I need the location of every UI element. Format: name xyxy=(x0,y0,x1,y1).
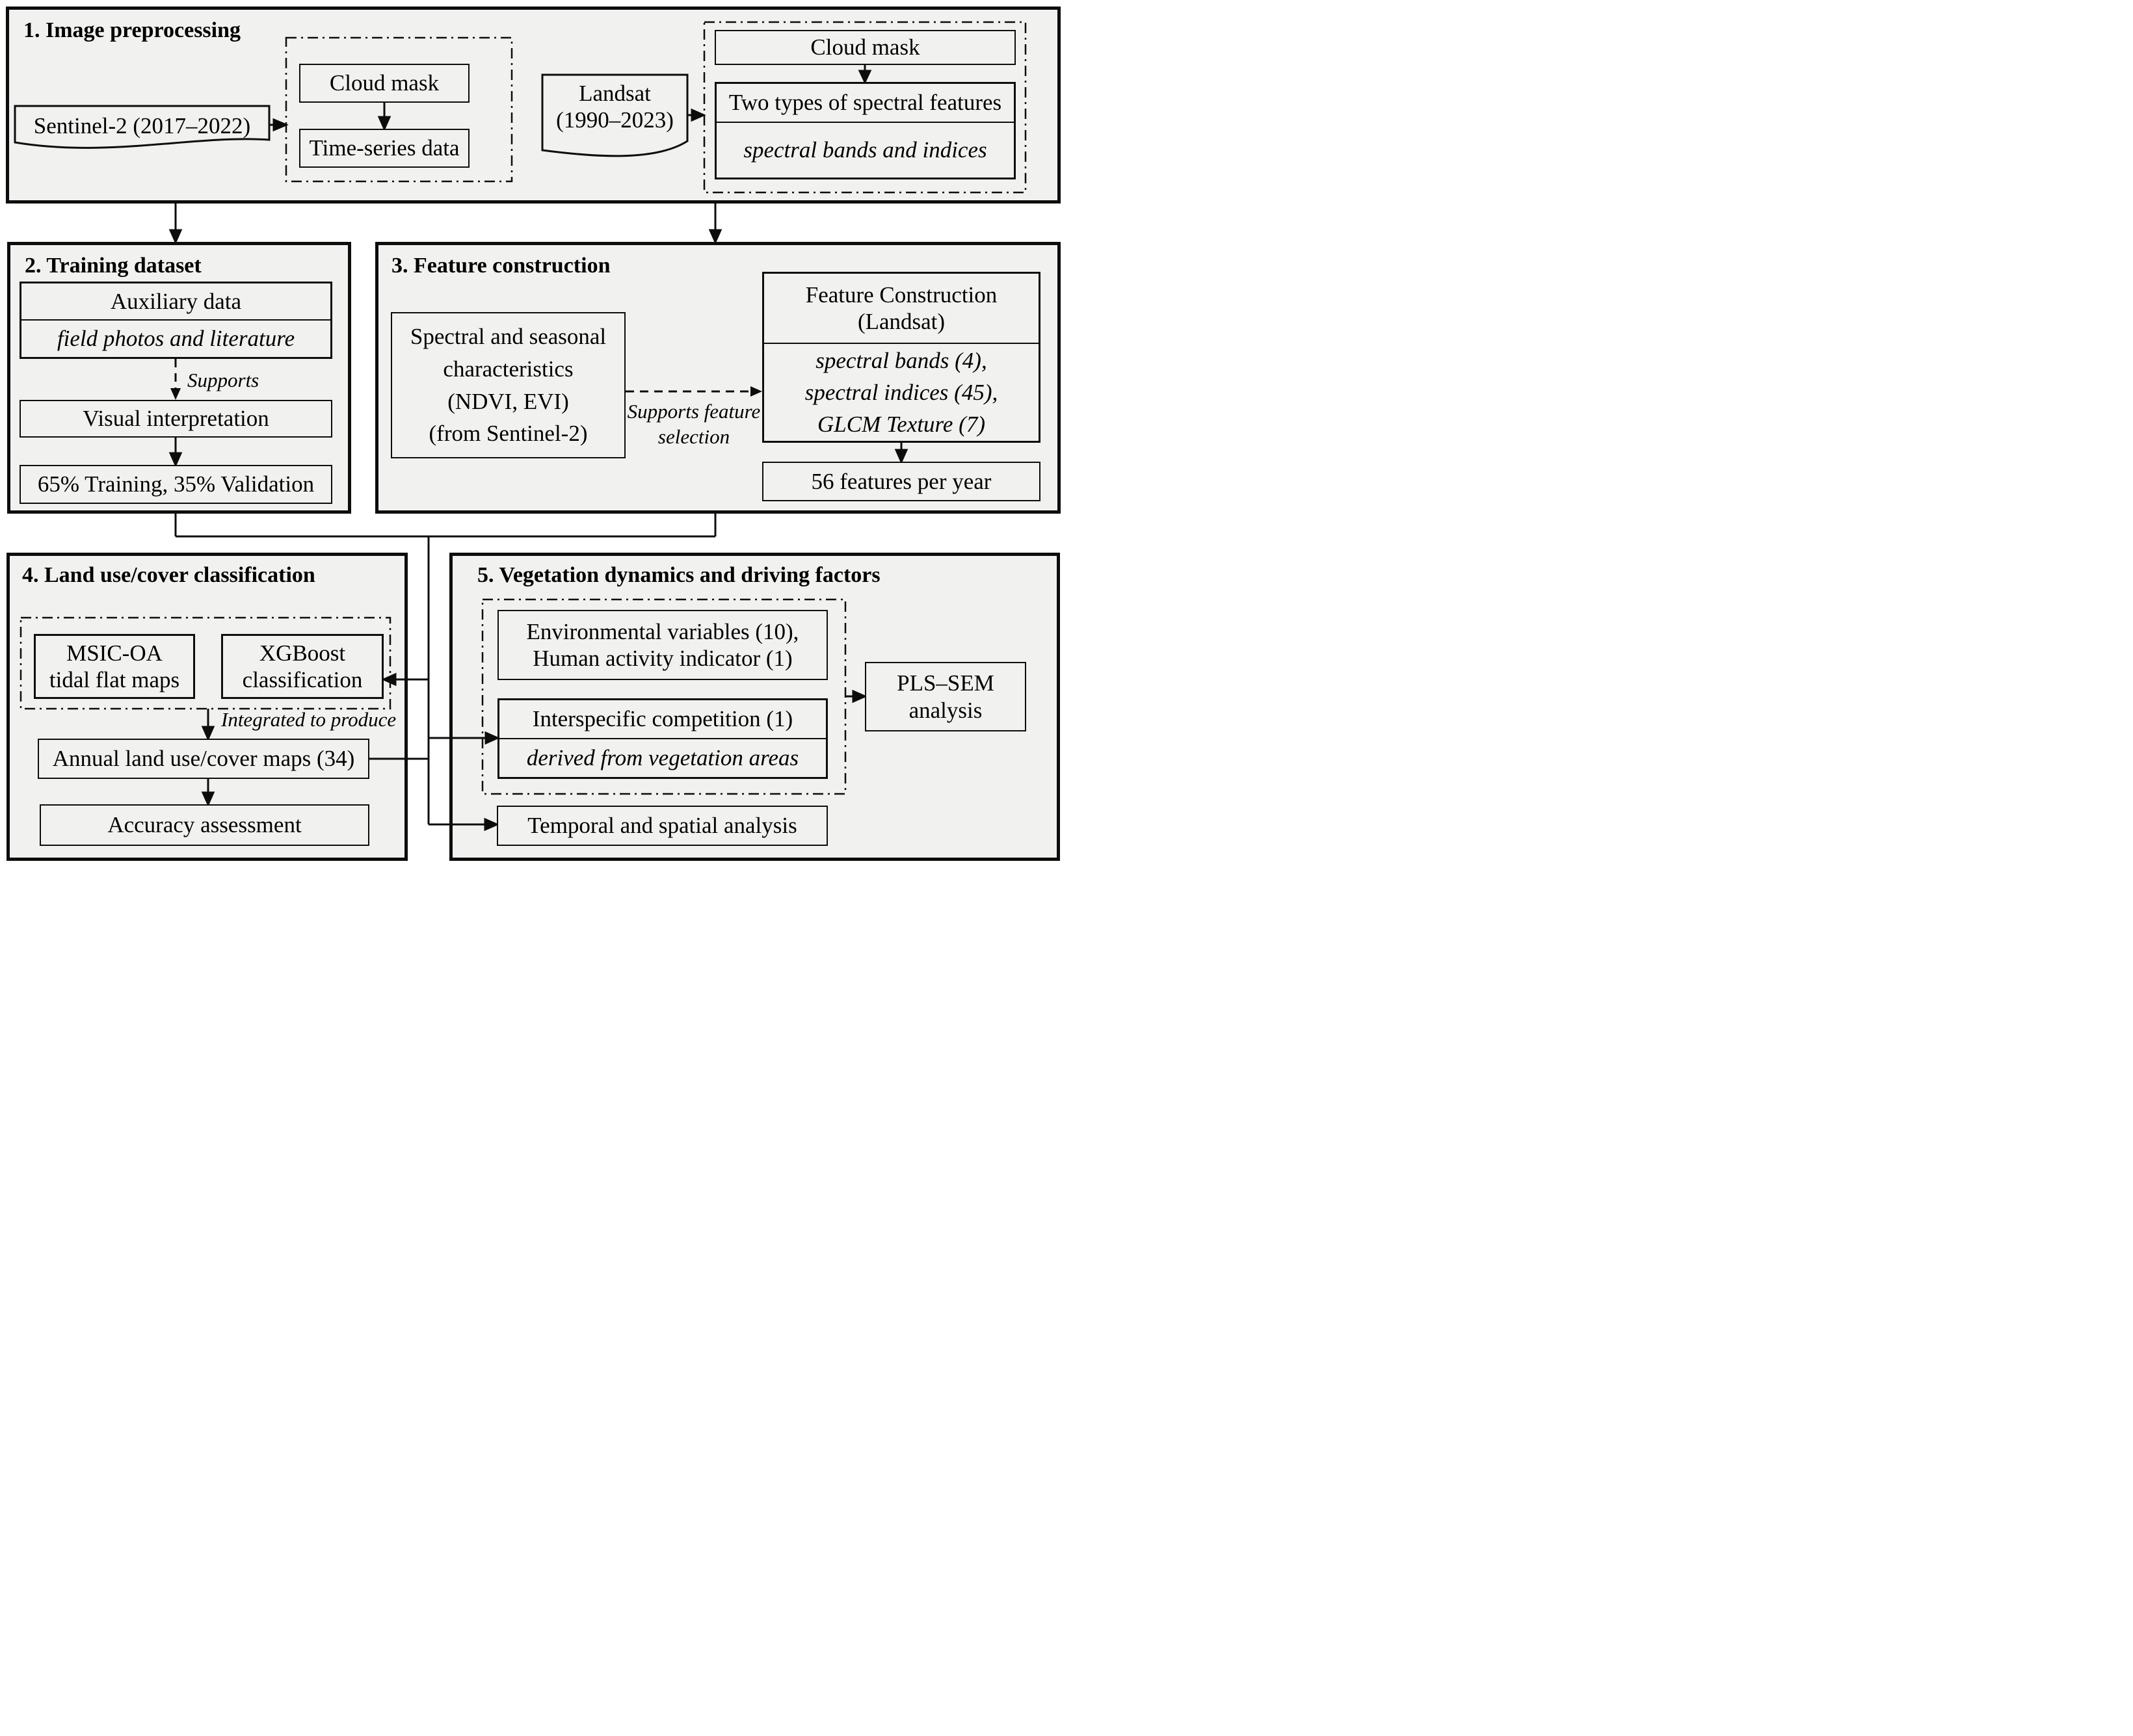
cloud-mask-box-sentinel: Cloud mask xyxy=(299,64,470,103)
accuracy-assessment-box: Accuracy assessment xyxy=(40,804,369,846)
supports-label: Supports xyxy=(187,369,259,391)
annual-maps-box: Annual land use/cover maps (34) xyxy=(38,739,369,779)
interspecific-sub-cell: derived from vegetation areas xyxy=(499,738,826,777)
section-2-title: 2. Training dataset xyxy=(25,254,202,278)
section-3-title: 3. Feature construction xyxy=(391,254,611,278)
feature-construction-sub-cell: spectral bands (4), spectral indices (45… xyxy=(764,343,1039,441)
landsat-document-label: Landsat(1990–2023) xyxy=(556,80,674,133)
spectral-features-sub-cell: spectral bands and indices xyxy=(717,122,1014,178)
arrow-section1-to-section2 xyxy=(168,204,183,244)
auxiliary-sub-cell: field photos and literature xyxy=(21,319,330,357)
section-5-title: 5. Vegetation dynamics and driving facto… xyxy=(477,563,881,587)
arrow-section1-to-section3 xyxy=(708,204,722,244)
time-series-box: Time-series data xyxy=(299,129,470,168)
cloud-mask-box-landsat: Cloud mask xyxy=(715,30,1016,65)
section-4-title: 4. Land use/cover classification xyxy=(22,563,315,587)
visual-interpretation-box: Visual interpretation xyxy=(20,400,332,438)
section-1-title: 1. Image preprocessing xyxy=(23,18,241,42)
spectral-features-title-cell: Two types of spectral features xyxy=(728,90,1002,116)
auxiliary-data-box: Auxiliary data field photos and literatu… xyxy=(20,282,332,359)
feature-construction-title-cell: Feature Construction(Landsat) xyxy=(805,282,998,334)
training-validation-split-box: 65% Training, 35% Validation xyxy=(20,465,332,504)
interspecific-competition-box: Interspecific competition (1) derived fr… xyxy=(497,698,828,779)
temporal-spatial-box: Temporal and spatial analysis xyxy=(497,806,828,846)
features-per-year-box: 56 features per year xyxy=(762,462,1040,501)
interspecific-title-cell: Interspecific competition (1) xyxy=(532,706,793,732)
feature-construction-box: Feature Construction(Landsat) spectral b… xyxy=(762,272,1040,443)
sentinel-document-label: Sentinel-2 (2017–2022) xyxy=(33,113,251,139)
integrated-to-produce-label: Integrated to produce xyxy=(221,708,397,731)
flowchart-canvas: 1. Image preprocessing 2. Training datas… xyxy=(0,0,1066,868)
spectral-seasonal-box: Spectral and seasonal characteristics (N… xyxy=(391,312,626,458)
auxiliary-title-cell: Auxiliary data xyxy=(110,288,242,314)
environmental-variables-box: Environmental variables (10),Human activ… xyxy=(497,610,828,680)
spectral-features-box: Two types of spectral features spectral … xyxy=(715,82,1016,179)
